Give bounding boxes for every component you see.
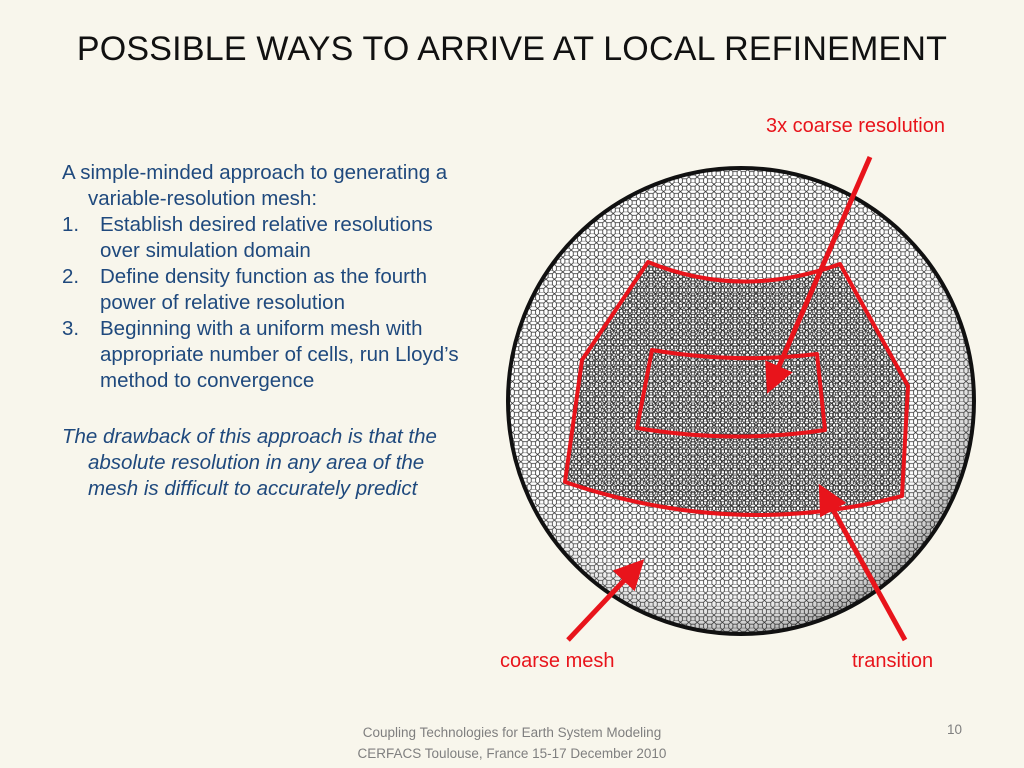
sphere-mesh xyxy=(506,166,976,636)
slide-body: A simple-minded approach to generating a… xyxy=(62,160,472,502)
intro-text: A simple-minded approach to generating a… xyxy=(62,161,448,210)
label-transition: transition xyxy=(852,650,934,672)
list-item: 2. Define density function as the fourth… xyxy=(62,264,472,316)
list-item: 3. Beginning with a uniform mesh with ap… xyxy=(62,316,472,394)
list-number: 3. xyxy=(62,317,80,340)
slide-title: POSSIBLE WAYS TO ARRIVE AT LOCAL REFINEM… xyxy=(76,30,948,68)
list-text: Establish desired relative resolutions o… xyxy=(100,213,433,262)
footer-line-2: CERFACS Toulouse, France 15-17 December … xyxy=(357,746,667,761)
page-number: 10 xyxy=(946,722,962,737)
coarse-mesh-arrow xyxy=(566,559,645,642)
transition-arrow xyxy=(818,483,908,642)
list-number: 1. xyxy=(62,213,80,236)
footer-line-1: Coupling Technologies for Earth System M… xyxy=(362,725,662,740)
label-coarse-mesh: coarse mesh xyxy=(500,650,615,672)
list-text: Beginning with a uniform mesh with appro… xyxy=(100,317,459,392)
fine-resolution-arrow xyxy=(765,156,873,394)
transition-region-outline xyxy=(563,260,910,517)
list-text: Define density function as the fourth po… xyxy=(100,265,428,314)
list-item: 1. Establish desired relative resolution… xyxy=(62,212,472,264)
steps-list: 1. Establish desired relative resolution… xyxy=(62,212,472,394)
label-fine-resolution: 3x coarse resolution xyxy=(766,115,945,137)
list-number: 2. xyxy=(62,265,80,288)
drawback-text: The drawback of this approach is that th… xyxy=(62,425,437,500)
slide-footer: Coupling Technologies for Earth System M… xyxy=(0,722,1024,764)
fine-region-outline xyxy=(635,348,827,439)
